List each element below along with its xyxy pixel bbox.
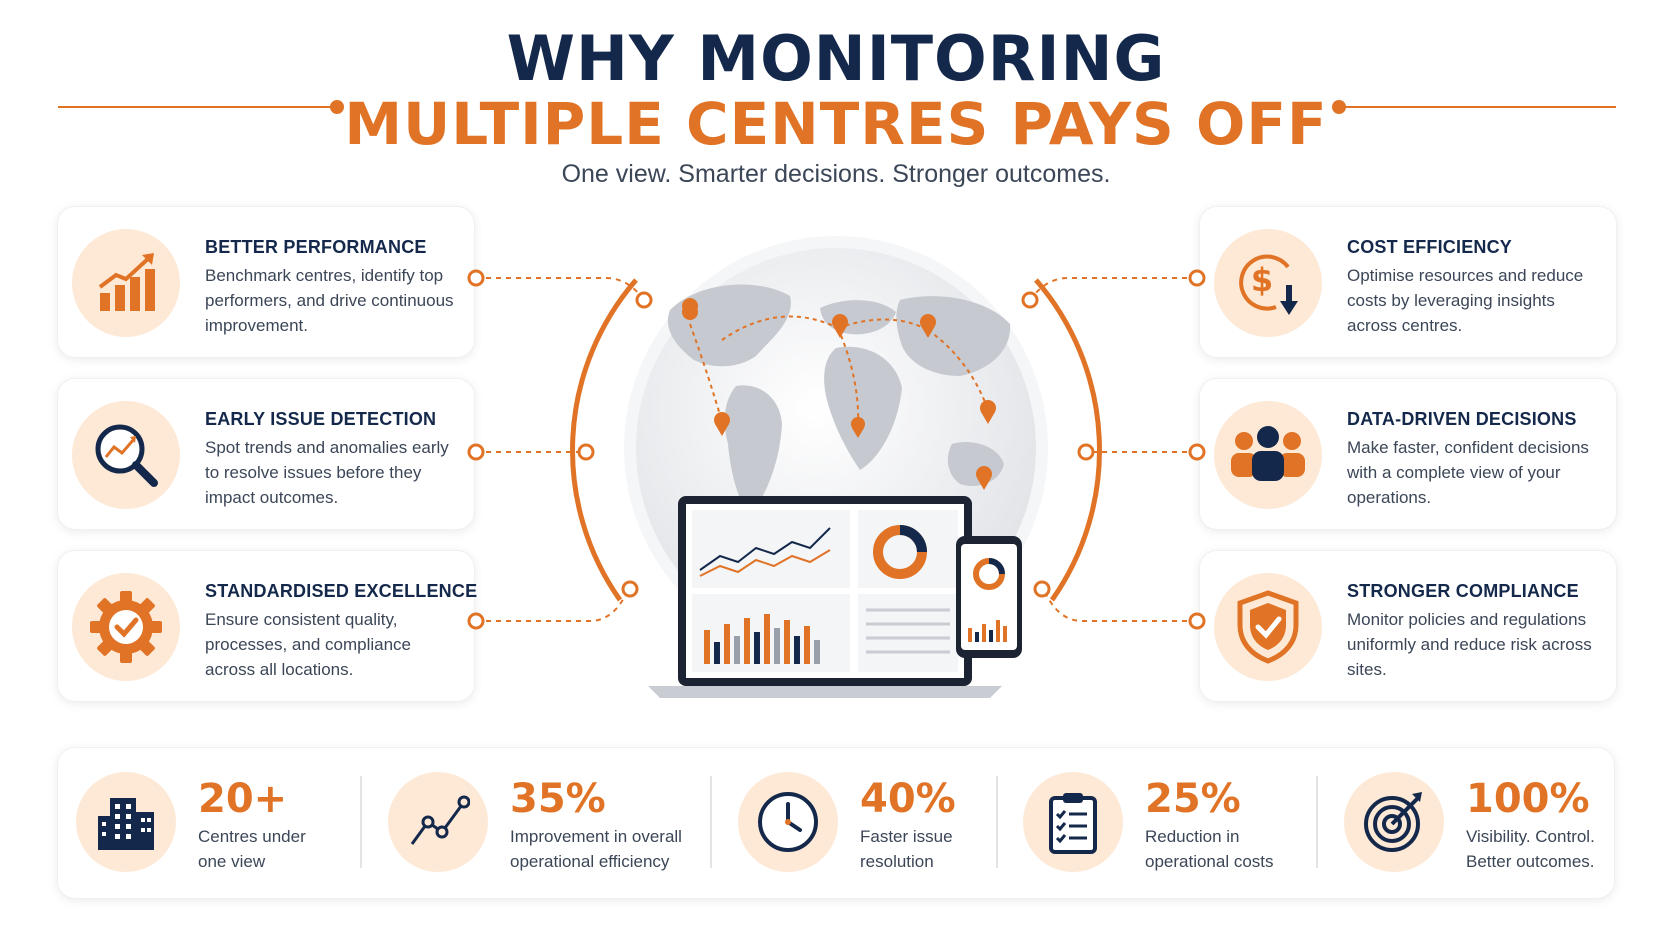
bar-chart-growth-icon [72, 229, 180, 337]
page-title-line1: WHY MONITORING [506, 22, 1166, 95]
page-title-line2: MULTIPLE CENTRES PAYS OFF [344, 90, 1328, 158]
stat-divider [996, 776, 998, 868]
card-stronger-compliance: STRONGER COMPLIANCE Monitor policies and… [1199, 550, 1617, 702]
page-subtitle: One view. Smarter decisions. Stronger ou… [561, 160, 1111, 188]
dollar-down-icon: $ [1214, 229, 1322, 337]
shield-check-icon [1214, 573, 1322, 681]
stat-divider [710, 776, 712, 868]
stat-value: 100% [1466, 776, 1590, 822]
title-rule-left-dot [330, 100, 344, 114]
stat-value: 40% [860, 776, 956, 822]
svg-text:$: $ [1251, 261, 1273, 299]
card-early-issue-detection: EARLY ISSUE DETECTION Spot trends and an… [57, 378, 475, 530]
stat-value: 25% [1145, 776, 1241, 822]
team-icon [1214, 401, 1322, 509]
clipboard-checklist-icon [1023, 772, 1123, 872]
card-description: Spot trends and anomalies early to resol… [205, 438, 449, 507]
card-description: Optimise resources and reduce costs by l… [1347, 266, 1584, 335]
card-description: Ensure consistent quality, processes, an… [205, 610, 412, 679]
gear-check-icon [72, 573, 180, 681]
card-data-driven-decisions: DATA-DRIVEN DECISIONS Make faster, confi… [1199, 378, 1617, 530]
title-rule-left [58, 106, 338, 108]
map-pin-icon [682, 298, 699, 332]
card-better-performance: BETTER PERFORMANCE Benchmark centres, id… [57, 206, 475, 358]
card-title: BETTER PERFORMANCE [205, 237, 427, 257]
stat-divider [360, 776, 362, 868]
card-title: STRONGER COMPLIANCE [1347, 581, 1579, 601]
card-title: EARLY ISSUE DETECTION [205, 409, 437, 429]
title-rule-right [1340, 106, 1616, 108]
target-icon [1344, 772, 1444, 872]
stat-divider [1316, 776, 1318, 868]
buildings-icon [76, 772, 176, 872]
trend-line-icon [388, 772, 488, 872]
card-title: STANDARDISED EXCELLENCE [205, 581, 478, 601]
card-cost-efficiency: $ COST EFFICIENCY Optimise resources and… [1199, 206, 1617, 358]
stat-value: 35% [510, 776, 606, 822]
card-standardised-excellence: STANDARDISED EXCELLENCE Ensure consisten… [57, 550, 478, 702]
card-title: COST EFFICIENCY [1347, 237, 1513, 257]
card-description: Benchmark centres, identify top performe… [205, 266, 454, 335]
stat-label: Visibility. Control.Better outcomes. [1466, 827, 1595, 871]
clock-icon [738, 772, 838, 872]
card-title: DATA-DRIVEN DECISIONS [1347, 409, 1577, 429]
stat-visibility: 100% Visibility. Control.Better outcomes… [1344, 748, 1606, 900]
globe-dashboard-illustration [570, 236, 1102, 698]
card-description: Monitor policies and regulations uniform… [1347, 610, 1592, 679]
card-description: Make faster, confident decisions with a … [1347, 438, 1589, 507]
magnifier-trend-icon [72, 401, 180, 509]
title-rule-right-dot [1332, 100, 1346, 114]
stat-value: 20+ [198, 776, 288, 822]
